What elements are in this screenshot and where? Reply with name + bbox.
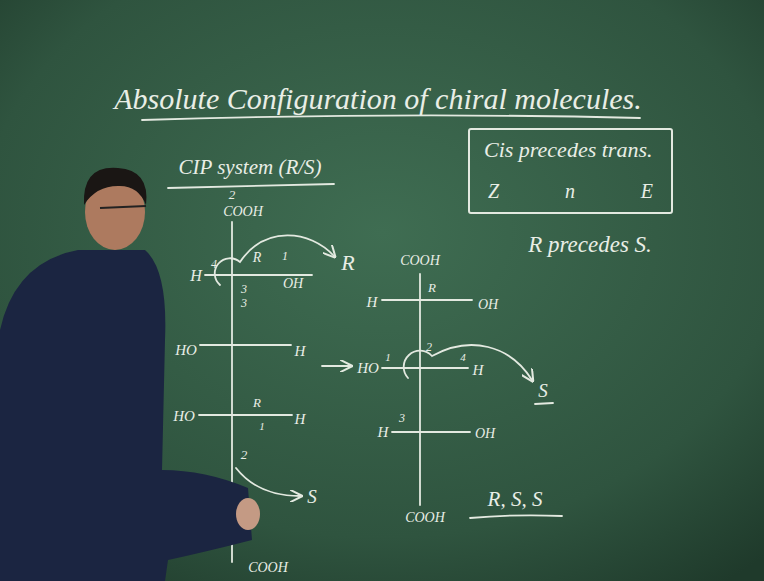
fischer-bond [200, 344, 291, 346]
chalk-label: 2 [426, 341, 432, 354]
fischer-bond [205, 274, 312, 276]
fischer-bond [382, 299, 472, 301]
chalk-label: H [295, 411, 306, 428]
chalk-label: HO [357, 360, 379, 377]
chalk-label: 1 [282, 250, 288, 263]
chalk-label: COOH [223, 204, 263, 219]
rotation-arrow [215, 235, 334, 285]
chalk-label: R [253, 396, 261, 410]
chalk-label: 4 [211, 258, 217, 271]
chalk-label: H [190, 267, 202, 285]
chalk-label: R precedes S. [528, 232, 652, 257]
fischer-bond [382, 367, 468, 369]
chalk-label: S [307, 487, 317, 508]
chalk-label: COOH [248, 560, 288, 575]
chalk-label: R [428, 281, 436, 295]
chalk-label: H [473, 362, 484, 379]
chalk-label: R [253, 250, 262, 265]
lecturer [0, 168, 260, 581]
fischer-bond [199, 414, 292, 416]
chalk-label: OH [478, 297, 498, 312]
lecturer-body [0, 250, 252, 581]
lecturer-hand [236, 498, 260, 530]
note-symbol: E [641, 180, 653, 202]
pointer-arrow [322, 365, 350, 367]
cip-underline [168, 184, 334, 188]
chalk-label: 1 [385, 351, 391, 363]
chalk-label: COOH [400, 253, 440, 268]
chalk-label: HO [175, 342, 197, 359]
boxed-note: Cis precedes trans. Zn E [468, 128, 673, 214]
lecturer-glasses [100, 206, 146, 208]
lecturer-hair [84, 168, 147, 205]
chalk-label: 2 [229, 188, 236, 202]
chalk-label: 4 [460, 351, 466, 363]
note-symbol: n [565, 180, 575, 202]
chalk-label: 3 [241, 283, 247, 296]
chalk-label: OH [475, 426, 495, 441]
chalk-label: CIP system (R/S) [178, 156, 321, 179]
chalk-label: HO [173, 408, 195, 425]
chalk-label: 1 [259, 420, 265, 432]
chalk-label: R, S, S [488, 488, 543, 511]
chalk-label: H [295, 343, 306, 360]
rotation-arrow [404, 345, 532, 380]
chalk-label: H [378, 424, 389, 441]
chalk-label: 2 [241, 448, 248, 462]
chalk-label: COOH [405, 510, 445, 525]
title-underline [142, 115, 640, 120]
chalk-label: 3 [399, 412, 405, 425]
fischer-bond [392, 431, 470, 433]
underline [470, 515, 562, 518]
chalk-label: R [341, 251, 354, 275]
chalk-label: 3 [241, 297, 247, 310]
note-text: Cis precedes trans. [484, 138, 657, 162]
chalk-label: S [538, 381, 548, 402]
fischer-axis [419, 274, 421, 505]
underline [535, 403, 553, 404]
chalk-label: OH [283, 276, 303, 291]
note-row: Zn E [484, 180, 657, 202]
note-symbol: Z [488, 180, 499, 202]
title: Absolute Configuration of chiral molecul… [114, 82, 641, 115]
chalk-label: H [367, 294, 378, 311]
